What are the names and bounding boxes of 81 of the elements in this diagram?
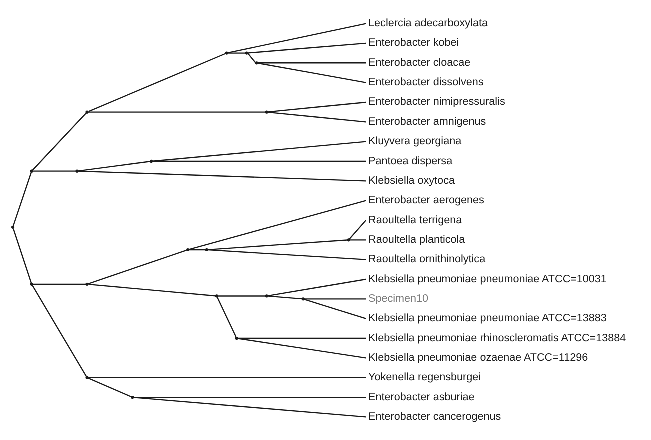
connector — [248, 52, 256, 63]
node-point — [86, 110, 89, 114]
node-text: Kluyvera georgiana — [368, 135, 462, 148]
node-text: Enterobacter amnigenus — [368, 115, 486, 128]
connector — [216, 296, 237, 337]
node-text: Klebsiella pneumoniae pneumoniae ATCC=10031 — [368, 272, 607, 285]
node-text: Enterobacter cancerogenus — [368, 410, 502, 422]
node-text: Klebsiella oxytoca — [368, 174, 455, 186]
connector — [349, 220, 367, 240]
connector — [268, 101, 366, 112]
connector — [78, 170, 366, 182]
node-text: Specimen10 — [368, 292, 429, 304]
node-text: Klebsiella pneumoniae ozaenae ATCC=11296 — [368, 351, 588, 364]
node-point — [30, 282, 34, 286]
node-point — [265, 294, 268, 298]
connector — [238, 337, 366, 339]
node-point — [86, 376, 89, 379]
node-point — [225, 51, 228, 54]
node-point — [12, 225, 15, 228]
connector — [228, 22, 366, 54]
connector — [32, 284, 88, 377]
node-text: Enterobacter asburiae — [368, 390, 475, 403]
connector — [208, 239, 348, 250]
connector — [248, 42, 366, 54]
connector — [33, 283, 86, 285]
node-point — [245, 51, 248, 54]
node-point — [76, 169, 79, 172]
node-point — [186, 248, 190, 252]
connector — [350, 239, 366, 240]
node-text: Klebsiella pneumoniae rhinoscleromatis ATCC=13884 — [368, 332, 626, 344]
node-text: Yokenella regensburgei — [368, 371, 482, 384]
connector — [152, 140, 366, 162]
node-point — [255, 61, 258, 64]
node-point — [150, 159, 154, 163]
node-point — [86, 282, 89, 286]
connector — [12, 172, 32, 226]
node-point — [235, 336, 238, 340]
connector — [88, 283, 216, 296]
connector — [208, 249, 366, 260]
connector — [88, 377, 132, 398]
node-text: Klebsiella pneumoniae pneumoniae ATCC=13883 — [368, 312, 607, 324]
node-text: Leclercia adecarboxylata — [368, 17, 488, 30]
connector — [33, 170, 76, 172]
connector — [258, 62, 366, 83]
connector — [88, 376, 366, 378]
node-text: Enterobacter kobei — [368, 36, 460, 49]
connector — [88, 111, 266, 112]
connector — [218, 295, 266, 296]
node-point — [265, 110, 268, 114]
node-point — [347, 238, 350, 242]
connector — [258, 62, 366, 64]
connector — [12, 228, 32, 283]
node-text: Enterobacter cloacae — [368, 56, 471, 68]
connector — [88, 52, 226, 112]
node-text: Enterobacter dissolvens — [368, 76, 484, 88]
node-point — [131, 395, 134, 399]
connector — [304, 298, 366, 300]
connector — [268, 111, 366, 122]
connector — [304, 298, 366, 319]
connector — [152, 160, 366, 162]
node-text: Enterobacter aerogenes — [368, 194, 484, 206]
node-text: Raoultella planticola — [368, 233, 466, 246]
connector — [228, 52, 246, 54]
node-text: Enterobacter nimipressuralis — [368, 96, 506, 108]
connector — [238, 338, 366, 358]
node-point — [302, 297, 305, 300]
node-text: Raoultella terrigena — [368, 214, 462, 226]
node-point — [215, 294, 218, 298]
connector — [268, 295, 302, 300]
connector — [189, 248, 206, 250]
connector — [88, 249, 187, 284]
connector — [78, 160, 150, 172]
connector — [134, 396, 366, 398]
connector — [32, 112, 87, 170]
connector — [189, 200, 366, 250]
node-point — [30, 169, 34, 172]
node-text: Raoultella ornithinolytica — [368, 253, 486, 266]
node-text: Pantoea dispersa — [368, 154, 453, 167]
connector — [268, 278, 366, 296]
node-point — [205, 248, 208, 252]
connector — [134, 396, 366, 418]
